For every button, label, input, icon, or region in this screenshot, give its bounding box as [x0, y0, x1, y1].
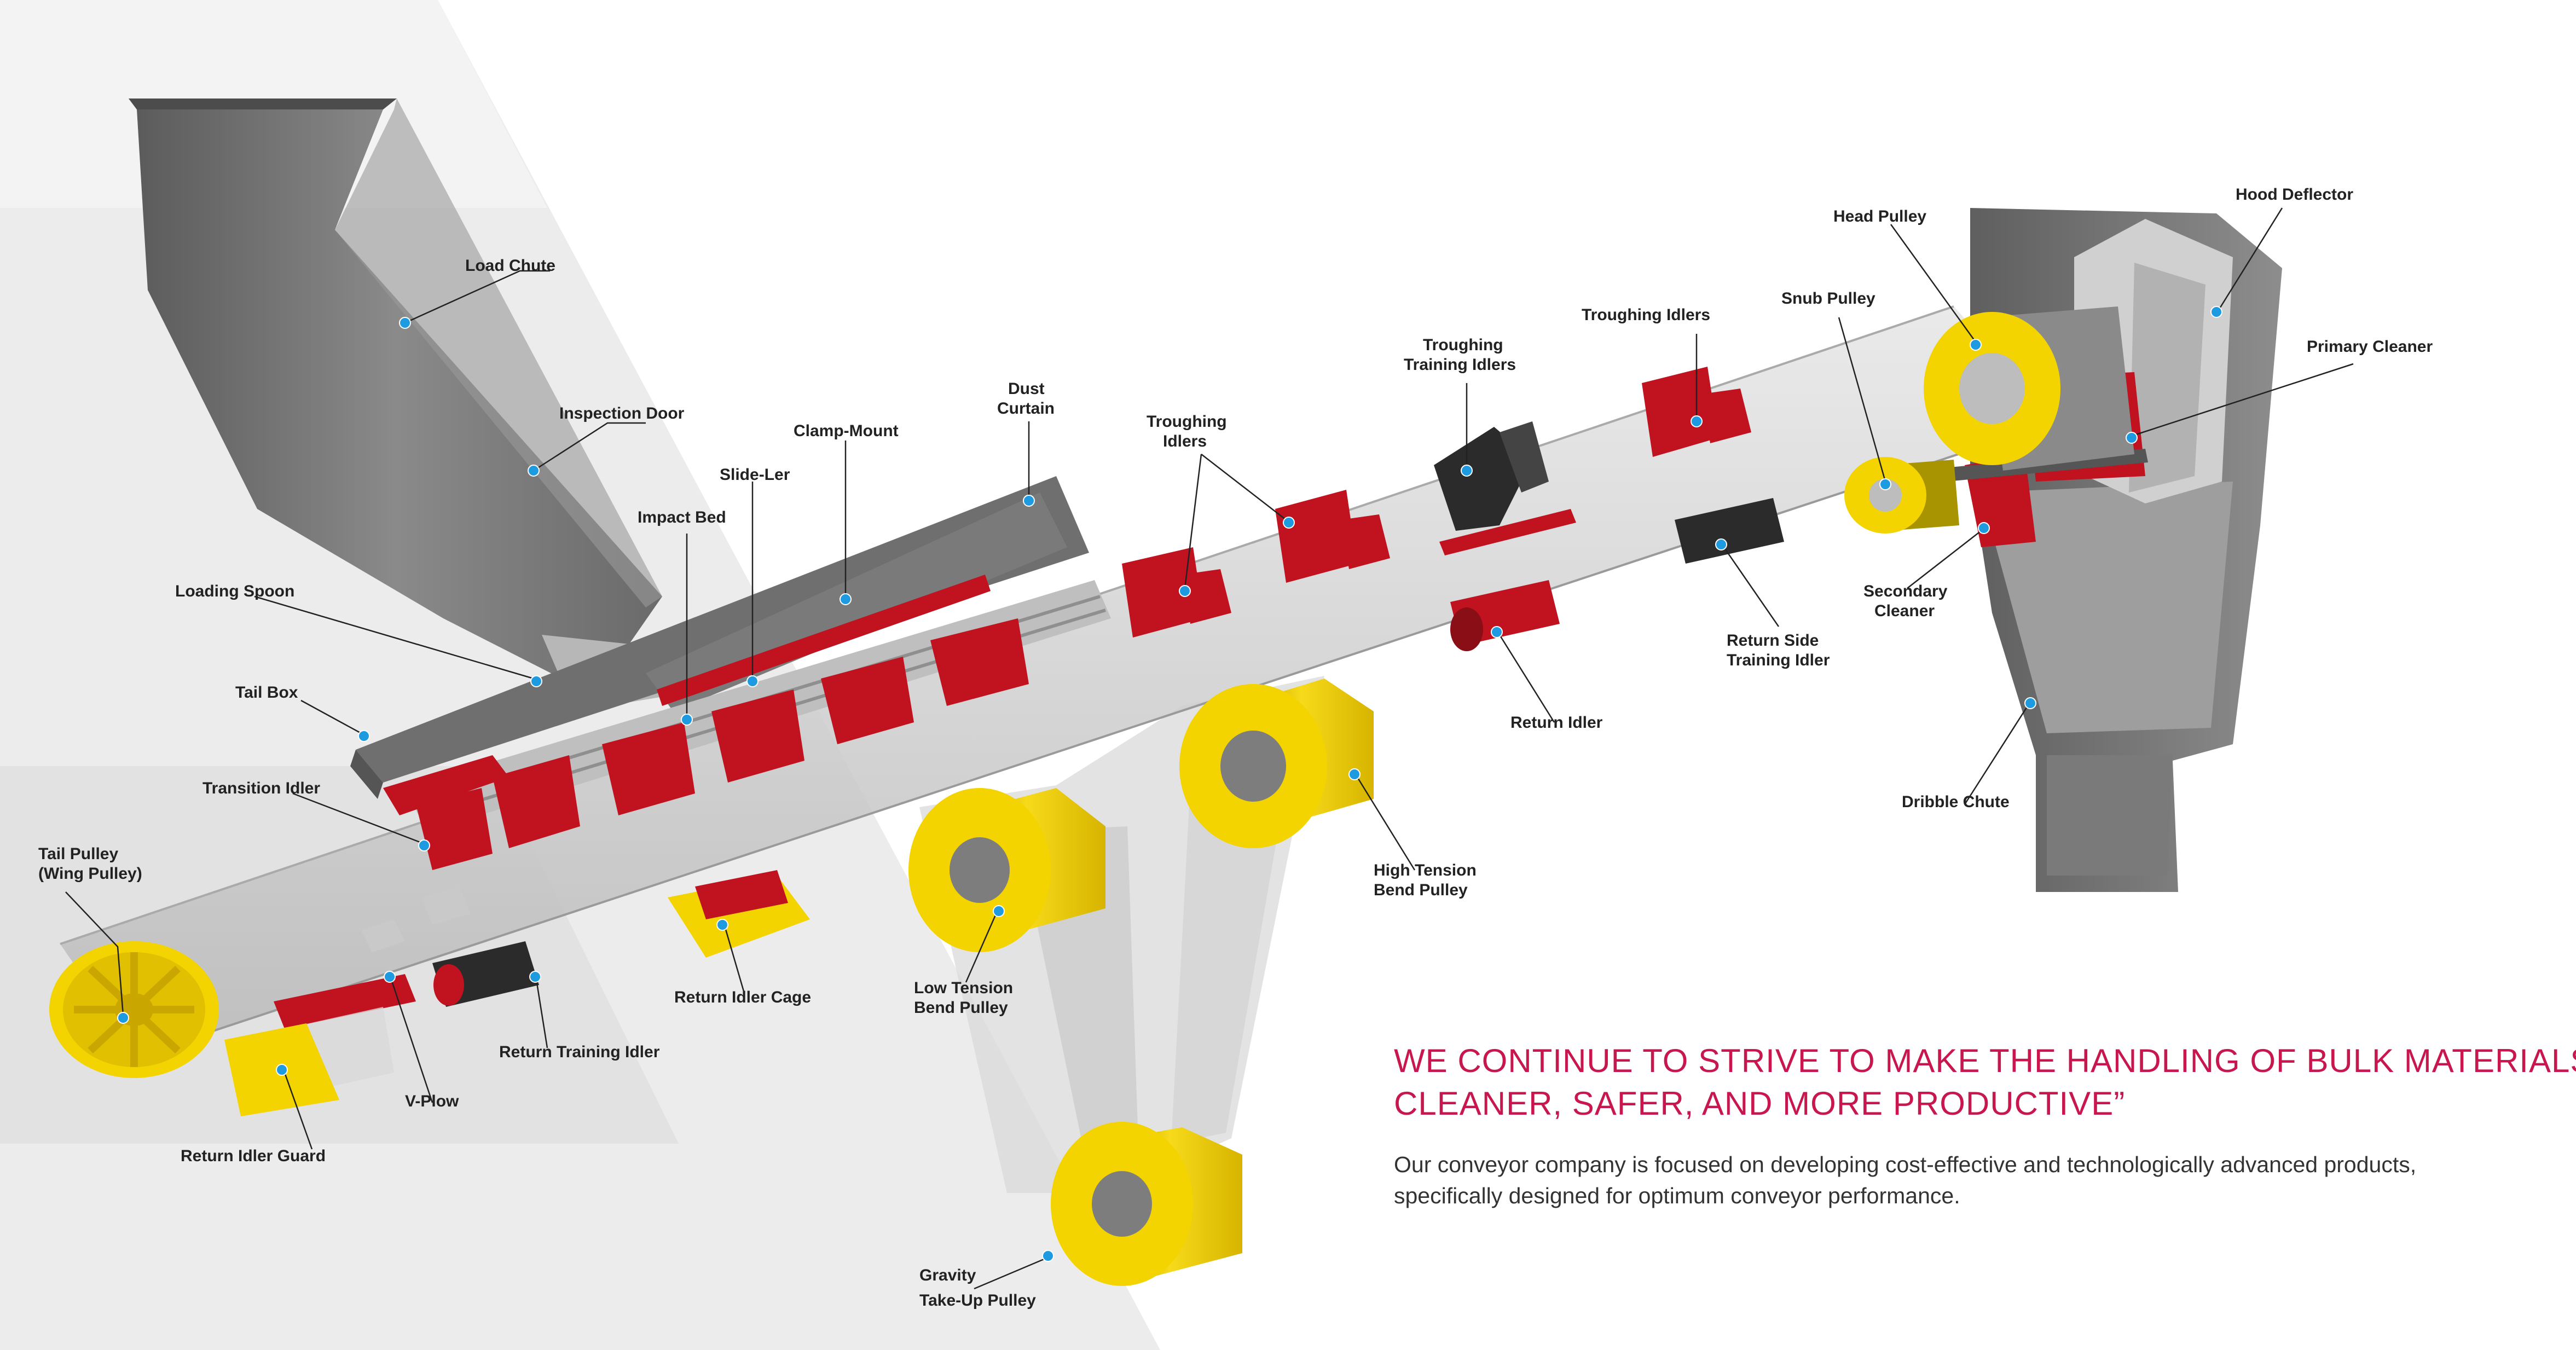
label-primary-cleaner: Primary Cleaner [2307, 338, 2433, 356]
body-line-2: specifically designed for optimum convey… [1394, 1183, 1960, 1208]
label-load-chute: Load Chute [465, 257, 555, 275]
headline: WE CONTINUE TO STRIVE TO MAKE THE HANDLI… [1394, 1040, 2576, 1125]
label-tail-box: Tail Box [235, 683, 298, 702]
label-wing-pulley: (Wing Pulley) [38, 865, 142, 883]
label-troughing-training-1: Troughing [1423, 336, 1503, 354]
troughing-training-idler [1434, 421, 1549, 531]
label-troughing-training-2: Training Idlers [1404, 356, 1516, 374]
label-troughing-idlers-left-2: Idlers [1163, 432, 1207, 450]
label-inspection-door: Inspection Door [559, 404, 685, 422]
head-pulley-shape [1924, 306, 2134, 471]
headline-line-2: CLEANER, SAFER, AND MORE PRODUCTIVE” [1394, 1085, 2126, 1122]
head-chute-structure [1970, 208, 2282, 892]
label-return-training-idler: Return Training Idler [499, 1043, 660, 1061]
label-head-pulley: Head Pulley [1833, 207, 1926, 225]
label-troughing-idlers-left-1: Troughing [1147, 413, 1227, 431]
high-tension-bend-pulley-shape [1179, 679, 1374, 848]
gravity-takeup-pulley-shape [1051, 1122, 1242, 1286]
label-secondary-cleaner-1: Secondary [1863, 582, 1948, 600]
label-gravity-1: Gravity [919, 1266, 976, 1284]
label-clamp-mount: Clamp-Mount [794, 422, 899, 440]
label-gravity-2: Take-Up Pulley [919, 1291, 1036, 1310]
snub-pulley-shape [1844, 457, 1959, 534]
return-idler-cage [668, 870, 810, 958]
label-high-tension-1: High Tension [1374, 861, 1477, 879]
label-impact-bed: Impact Bed [638, 508, 726, 526]
label-transition-idler: Transition Idler [202, 779, 320, 797]
label-tail-pulley: Tail Pulley [38, 845, 118, 863]
label-return-side-2: Training Idler [1727, 651, 1830, 669]
label-dribble-chute: Dribble Chute [1902, 793, 2010, 811]
label-curtain: Curtain [997, 399, 1055, 418]
label-low-tension-1: Low Tension [914, 979, 1013, 997]
troughing-idlers [1122, 367, 1751, 638]
label-slide-ler: Slide-Ler [720, 466, 790, 484]
label-hood-deflector: Hood Deflector [2236, 186, 2353, 204]
loading-zone-idlers [383, 575, 1029, 870]
body-text: Our conveyor company is focused on devel… [1394, 1149, 2565, 1212]
callout-dots [117, 306, 2222, 1262]
leader-lines [65, 207, 2354, 1290]
label-snub-pulley: Snub Pulley [1781, 289, 1875, 308]
callout-labels: Load Chute Inspection Door Clamp-Mount S… [38, 186, 2433, 1310]
label-return-idler-cage: Return Idler Cage [674, 988, 811, 1006]
label-low-tension-2: Bend Pulley [914, 999, 1008, 1017]
label-return-side-1: Return Side [1727, 631, 1819, 650]
low-tension-bend-pulley-shape [908, 788, 1105, 952]
label-v-plow: V-Plow [405, 1092, 459, 1110]
headline-line-1: WE CONTINUE TO STRIVE TO MAKE THE HANDLI… [1394, 1042, 2576, 1079]
body-line-1: Our conveyor company is focused on devel… [1394, 1152, 2417, 1177]
label-return-idler: Return Idler [1510, 714, 1603, 732]
tail-pulley [49, 941, 219, 1078]
label-high-tension-2: Bend Pulley [1374, 881, 1468, 899]
label-troughing-idlers-right: Troughing Idlers [1582, 306, 1710, 324]
label-loading-spoon: Loading Spoon [175, 582, 294, 600]
label-return-idler-guard: Return Idler Guard [181, 1147, 326, 1165]
label-dust: Dust [1008, 380, 1045, 398]
label-secondary-cleaner-2: Cleaner [1874, 602, 1935, 620]
return-idlers [432, 498, 1784, 1007]
